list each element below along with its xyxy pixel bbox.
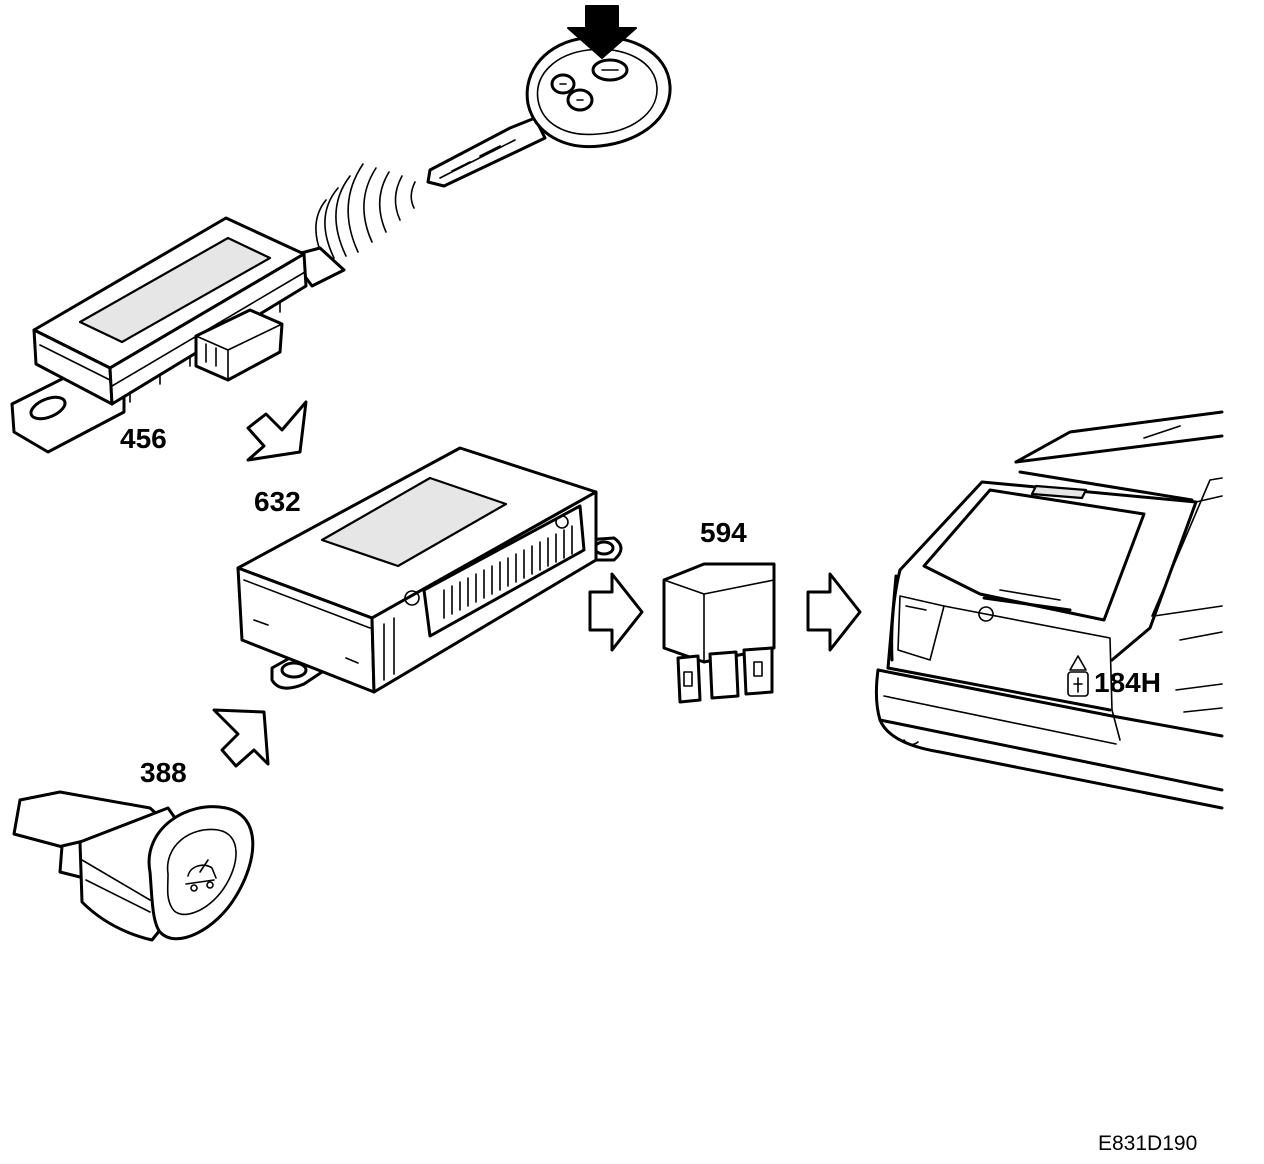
lock-symbol-icon (1067, 655, 1089, 697)
car-rear-tailgate-184H (874, 410, 1224, 810)
bonnet-switch-388 (12, 790, 255, 942)
flow-arrow-icon (246, 400, 308, 462)
remote-receiver-456 (10, 216, 346, 454)
label-184H: 184H (1094, 667, 1161, 698)
label-388: 388 (140, 757, 187, 788)
flow-arrow-icon (806, 572, 862, 652)
label-594: 594 (700, 517, 747, 548)
central-control-unit-632 (236, 446, 623, 694)
flow-arrow-icon (588, 572, 644, 652)
key-fob-icon (426, 5, 672, 188)
connector-pins (443, 525, 573, 619)
flow-arrow-icon (212, 708, 270, 768)
figure-reference: E831D190 (1098, 1132, 1197, 1155)
label-456: 456 (120, 423, 167, 454)
bonnet-open-icon (185, 859, 217, 892)
label-632: 632 (254, 486, 301, 517)
relay-594 (662, 562, 776, 704)
radio-waves-icon (315, 163, 416, 259)
